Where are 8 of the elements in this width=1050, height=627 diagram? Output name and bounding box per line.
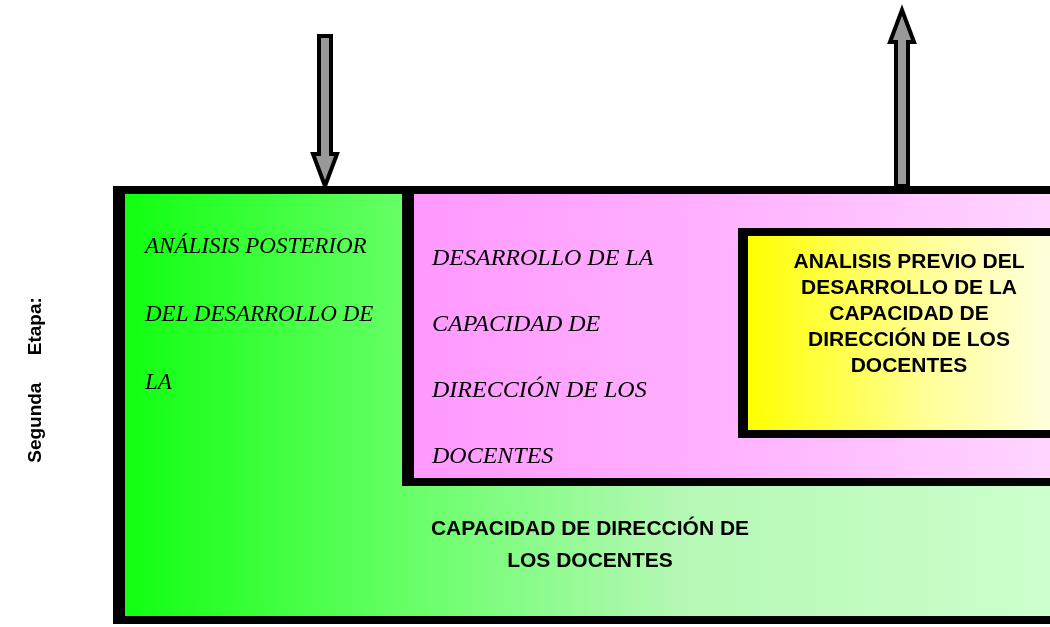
label-text: ANALISIS PREVIO DEL DESARROLLO DE LA CAPACIDAD DE DIRECCIÓN DE LOS DOCENTES — [792, 248, 1026, 378]
label-text: ANÁLISIS POSTERIOR DEL DESARROLLO DE LA — [145, 232, 375, 396]
block-arrow — [887, 4, 917, 188]
outer-panel — [113, 186, 1050, 624]
label-text: DESARROLLO DE LA CAPACIDAD DE DIRECCIÓN DE LOS DOCENTES — [432, 243, 655, 470]
highlight-box — [738, 228, 1050, 438]
label-text: CAPACIDAD DE DIRECCIÓN DE LOS DOCENTES — [429, 515, 751, 573]
stage-label: Segunda Etapa: — [23, 297, 46, 463]
